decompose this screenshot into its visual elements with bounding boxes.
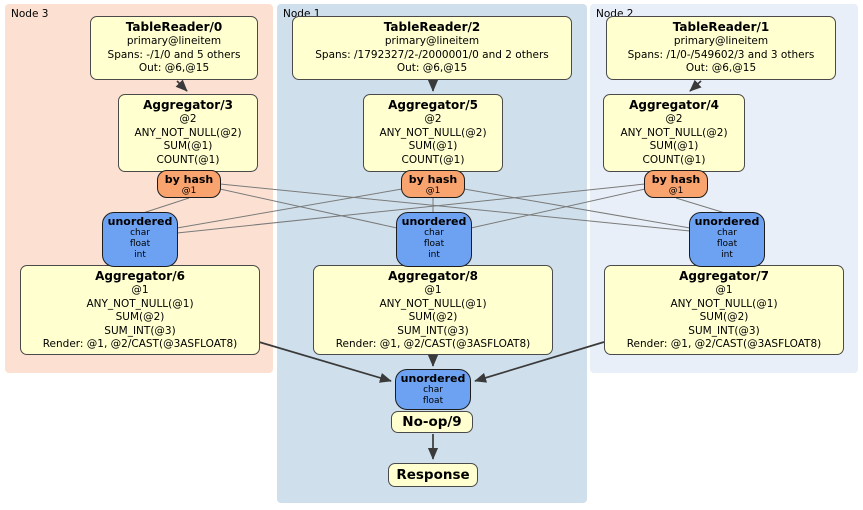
operator-line: ANY_NOT_NULL(@1): [379, 297, 487, 310]
operator-line: SUM(@2): [699, 311, 749, 323]
sync-title: unordered: [400, 372, 466, 385]
sync-title: unordered: [694, 215, 760, 228]
hash-router-3: by hash @1: [157, 170, 221, 198]
operator-line: Out: @6,@15: [138, 62, 210, 74]
router-title: by hash: [651, 173, 701, 186]
operator-line: SUM(@2): [408, 311, 458, 323]
operator-line: Spans: -/1/0 and 5 others: [107, 48, 241, 61]
operator-line: @1: [424, 284, 442, 296]
operator-line: SUM(@2): [115, 311, 165, 323]
operator-line: ANY_NOT_NULL(@1): [670, 297, 778, 310]
operator-line: @1: [715, 284, 733, 296]
table-reader-2-box: TableReader/2 primary@lineitem Spans: /1…: [292, 16, 572, 80]
operator-title: Aggregator/8: [388, 269, 478, 283]
operator-line: COUNT(@1): [156, 153, 220, 166]
operator-line: primary@lineitem: [673, 35, 769, 47]
operator-title: Aggregator/5: [388, 98, 478, 112]
aggregator-8-box: Aggregator/8 @1 ANY_NOT_NULL(@1) SUM(@2)…: [313, 265, 553, 355]
hash-router-4: by hash @1: [644, 170, 708, 198]
operator-line: @2: [424, 113, 442, 125]
operator-title: Aggregator/6: [95, 269, 185, 283]
operator-title: Aggregator/4: [629, 98, 719, 112]
operator-line: Render: @1, @2/CAST(@3ASFLOAT8): [42, 338, 238, 350]
operator-title: Response: [396, 467, 470, 483]
operator-title: TableReader/2: [383, 20, 481, 34]
sync-type: char: [130, 228, 150, 238]
node-region-label: Node 3: [11, 8, 49, 20]
operator-line: SUM(@1): [408, 140, 458, 152]
unordered-sync-final: unordered char float: [395, 369, 471, 410]
operator-line: primary@lineitem: [126, 35, 222, 47]
router-title: by hash: [164, 173, 214, 186]
hash-distribution-edges: [142, 183, 726, 234]
response-box: Response: [388, 463, 478, 487]
aggregator-6-box: Aggregator/6 @1 ANY_NOT_NULL(@1) SUM(@2)…: [20, 265, 260, 355]
operator-line: ANY_NOT_NULL(@2): [134, 126, 242, 139]
table-reader-1-box: TableReader/1 primary@lineitem Spans: /1…: [606, 16, 836, 80]
operator-line: Spans: /1/0-/549602/3 and 3 others: [627, 48, 815, 61]
router-title: by hash: [408, 173, 458, 186]
operator-line: Render: @1, @2/CAST(@3ASFLOAT8): [626, 338, 822, 350]
router-column: @1: [425, 186, 441, 196]
sync-type: float: [129, 239, 151, 249]
sync-type: int: [134, 250, 146, 260]
operator-line: Spans: /1792327/2-/2000001/0 and 2 other…: [315, 48, 549, 61]
noop-9-box: No-op/9: [391, 411, 473, 433]
hash-router-5: by hash @1: [401, 170, 465, 198]
operator-title: No-op/9: [402, 414, 462, 430]
operator-title: Aggregator/7: [679, 269, 769, 283]
operator-line: SUM_INT(@3): [397, 324, 469, 337]
operator-line: primary@lineitem: [384, 35, 480, 47]
sync-type: int: [428, 250, 440, 260]
operator-line: Out: @6,@15: [685, 62, 757, 74]
aggregator-5-box: Aggregator/5 @2 ANY_NOT_NULL(@2) SUM(@1)…: [363, 94, 503, 172]
operator-line: SUM_INT(@3): [104, 324, 176, 337]
operator-line: COUNT(@1): [401, 153, 465, 166]
operator-title: Aggregator/3: [143, 98, 233, 112]
operator-line: @1: [131, 284, 149, 296]
operator-line: Render: @1, @2/CAST(@3ASFLOAT8): [335, 338, 531, 350]
sync-type: int: [721, 250, 733, 260]
sync-type: char: [424, 228, 444, 238]
operator-line: SUM(@1): [649, 140, 699, 152]
unordered-sync-node2: unordered char float int: [689, 212, 765, 267]
flow-arrows: [175, 79, 702, 460]
operator-line: SUM(@1): [163, 140, 213, 152]
sync-type: float: [716, 239, 738, 249]
operator-line: ANY_NOT_NULL(@2): [379, 126, 487, 139]
sync-type: char: [423, 385, 443, 395]
operator-title: TableReader/0: [125, 20, 223, 34]
operator-line: @2: [179, 113, 197, 125]
operator-line: SUM_INT(@3): [688, 324, 760, 337]
operator-line: @2: [665, 113, 683, 125]
router-column: @1: [181, 186, 197, 196]
aggregator-3-box: Aggregator/3 @2 ANY_NOT_NULL(@2) SUM(@1)…: [118, 94, 258, 172]
operator-line: ANY_NOT_NULL(@1): [86, 297, 194, 310]
aggregator-4-box: Aggregator/4 @2 ANY_NOT_NULL(@2) SUM(@1)…: [603, 94, 745, 172]
sync-title: unordered: [107, 215, 173, 228]
operator-line: Out: @6,@15: [396, 62, 468, 74]
unordered-sync-node3: unordered char float int: [102, 212, 178, 267]
table-reader-0-box: TableReader/0 primary@lineitem Spans: -/…: [90, 16, 258, 80]
router-column: @1: [668, 186, 684, 196]
operator-line: ANY_NOT_NULL(@2): [620, 126, 728, 139]
sync-type: float: [423, 239, 445, 249]
sync-type: float: [422, 396, 444, 406]
sync-type: char: [717, 228, 737, 238]
operator-line: COUNT(@1): [642, 153, 706, 166]
sync-title: unordered: [401, 215, 467, 228]
aggregator-7-box: Aggregator/7 @1 ANY_NOT_NULL(@1) SUM(@2)…: [604, 265, 844, 355]
unordered-sync-node1: unordered char float int: [396, 212, 472, 267]
operator-title: TableReader/1: [672, 20, 770, 34]
